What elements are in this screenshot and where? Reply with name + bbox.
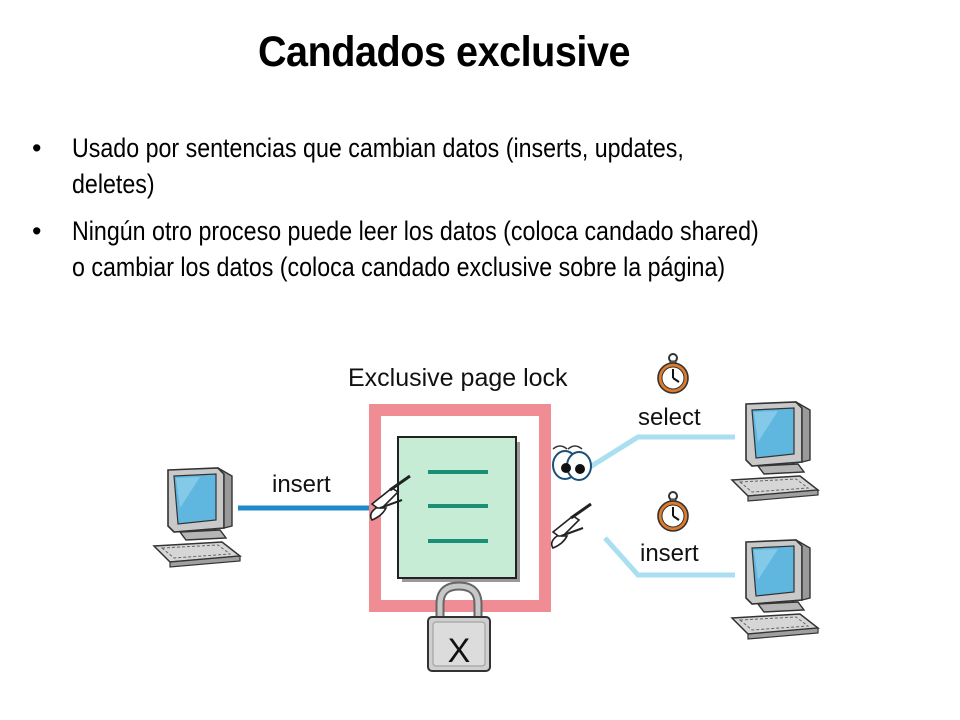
bullet-text-line: o cambiar los datos (coloca candado excl… [72, 252, 726, 282]
computer-icon [731, 539, 819, 640]
page-lock-label: Exclusive page lock [348, 364, 568, 392]
bullet-text-line: deletes) [72, 169, 155, 199]
left-action-label: insert [272, 471, 331, 498]
top-right-connection-line [588, 434, 735, 470]
bullet-item: • Ningún otro proceso puede leer los dat… [30, 213, 930, 285]
computer-icon [153, 467, 241, 568]
stopwatch-icon [657, 353, 689, 394]
bullet-marker: • [32, 133, 42, 163]
bullet-list: • Usado por sentencias que cambian datos… [30, 130, 930, 296]
bullet-marker: • [32, 216, 42, 246]
pen-hand-icon [550, 502, 593, 550]
computer-icon [731, 401, 819, 502]
padlock-icon [427, 581, 491, 672]
bottom-right-connection-line [603, 536, 735, 578]
stopwatch-icon [657, 491, 689, 532]
bullet-text-line: Ningún otro proceso puede leer los datos… [72, 216, 759, 246]
eyes-icon [552, 445, 592, 481]
bullet-text-line: Usado por sentencias que cambian datos (… [72, 133, 684, 163]
slide-title: Candados exclusive [257, 28, 631, 76]
bullet-item: • Usado por sentencias que cambian datos… [30, 130, 930, 202]
top-right-action-label: select [638, 404, 701, 431]
lock-symbol: X [448, 632, 471, 670]
bottom-right-action-label: insert [640, 540, 699, 567]
